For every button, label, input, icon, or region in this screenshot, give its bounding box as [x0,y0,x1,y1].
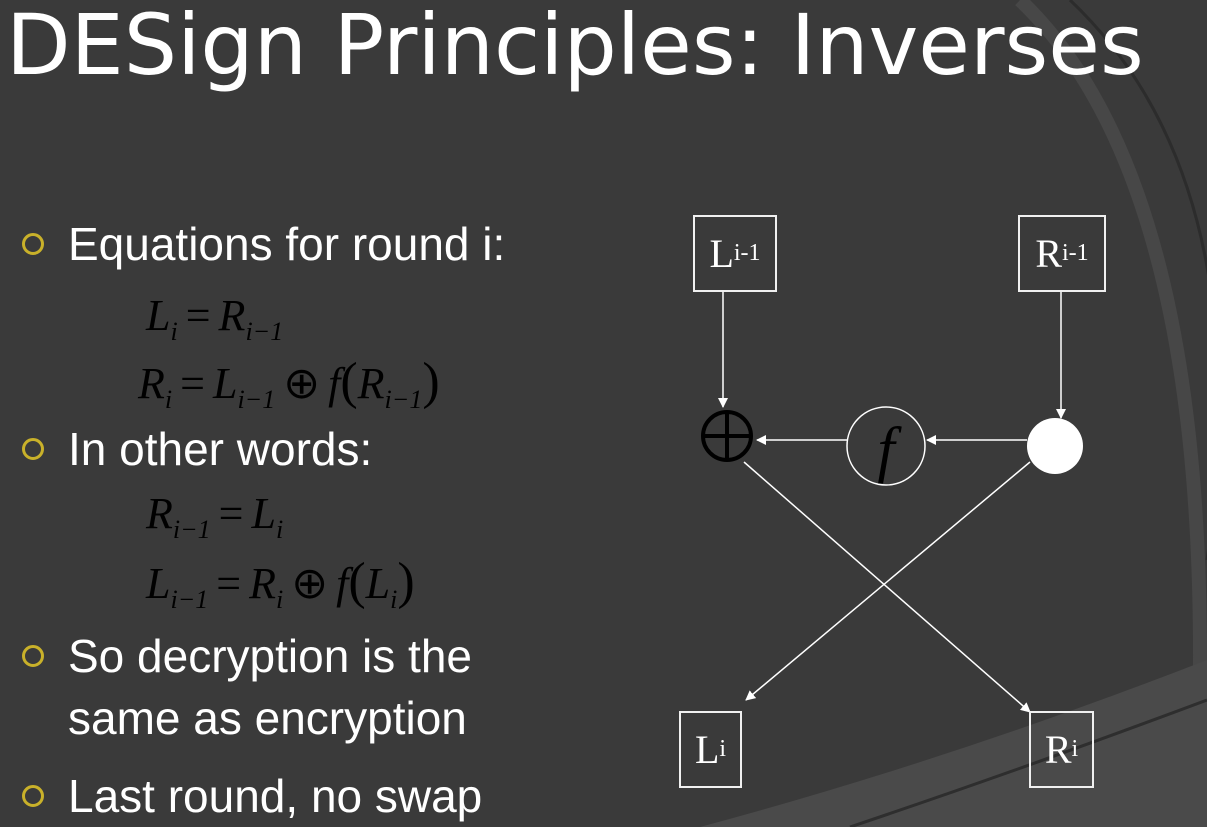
bullet-ring-icon [22,785,44,807]
equation-li-minus-1: Li−1=Ri⊕f(Li) [146,552,415,615]
eq-operator: = [216,559,242,608]
xor-symbol: ⊕ [283,359,321,408]
eq-subscript: i [164,385,173,414]
bullet-text: Last round, no swap [68,770,483,822]
box-subscript: i-1 [1062,240,1089,266]
eq-symbol: R [249,559,276,608]
arrow-xor-to-ri [743,461,1031,713]
eq-paren: ) [422,353,440,410]
eq-paren: ( [340,353,358,410]
bullet-text: So decryption is the [68,630,473,682]
eq-operator: = [218,489,244,538]
eq-subscript: i−1 [237,385,276,414]
eq-paren: ) [397,553,415,610]
eq-subscript: i [390,585,398,614]
eq-function: f [336,559,349,608]
eq-symbol: L [146,291,171,340]
equation-ri-minus-1: Ri−1=Li [146,488,283,545]
box-letter: L [694,727,720,772]
function-f-circle [846,406,926,486]
eq-symbol: L [146,559,171,608]
box-letter: R [1044,727,1072,772]
eq-subscript: i [275,515,284,544]
bullet-ring-icon [22,233,44,255]
eq-subscript: i−1 [170,585,209,614]
eq-symbol: R [138,359,165,408]
eq-subscript: i−1 [245,317,284,346]
equation-ri: Ri=Li−1⊕f(Ri−1) [138,352,440,415]
eq-paren: ( [348,553,366,610]
eq-symbol: R [146,489,173,538]
eq-symbol: L [212,359,238,408]
eq-symbol: R [357,359,385,408]
eq-symbol: L [251,489,276,538]
bullet-ring-icon [22,438,44,460]
eq-function: f [328,359,341,408]
eq-symbol: R [218,291,246,340]
eq-operator: = [185,291,211,340]
xor-symbol: ⊕ [291,559,329,608]
bullet-text: Equations for round i: [68,218,506,270]
eq-operator: = [180,359,205,408]
box-letter: L [709,231,734,276]
bullet-text: In other words: [68,423,373,475]
eq-subscript: i−1 [384,385,423,414]
box-subscript: i [1071,736,1079,762]
eq-symbol: L [365,559,391,608]
box-subscript: i [719,736,727,762]
box-subscript: i-1 [733,240,761,266]
eq-subscript: i−1 [172,515,211,544]
split-node [1027,418,1083,474]
bullet-ring-icon [22,645,44,667]
function-f-label: f [877,416,902,484]
box-letter: R [1035,231,1062,276]
eq-subscript: i [275,585,284,614]
bullet-text-line2: same as encryption [68,692,467,744]
eq-subscript: i [170,317,178,346]
arrow-node-to-li [745,461,1031,701]
slide-title: DESign Principles: Inverses [6,0,1144,94]
equation-li: Li=Ri−1 [146,290,283,347]
